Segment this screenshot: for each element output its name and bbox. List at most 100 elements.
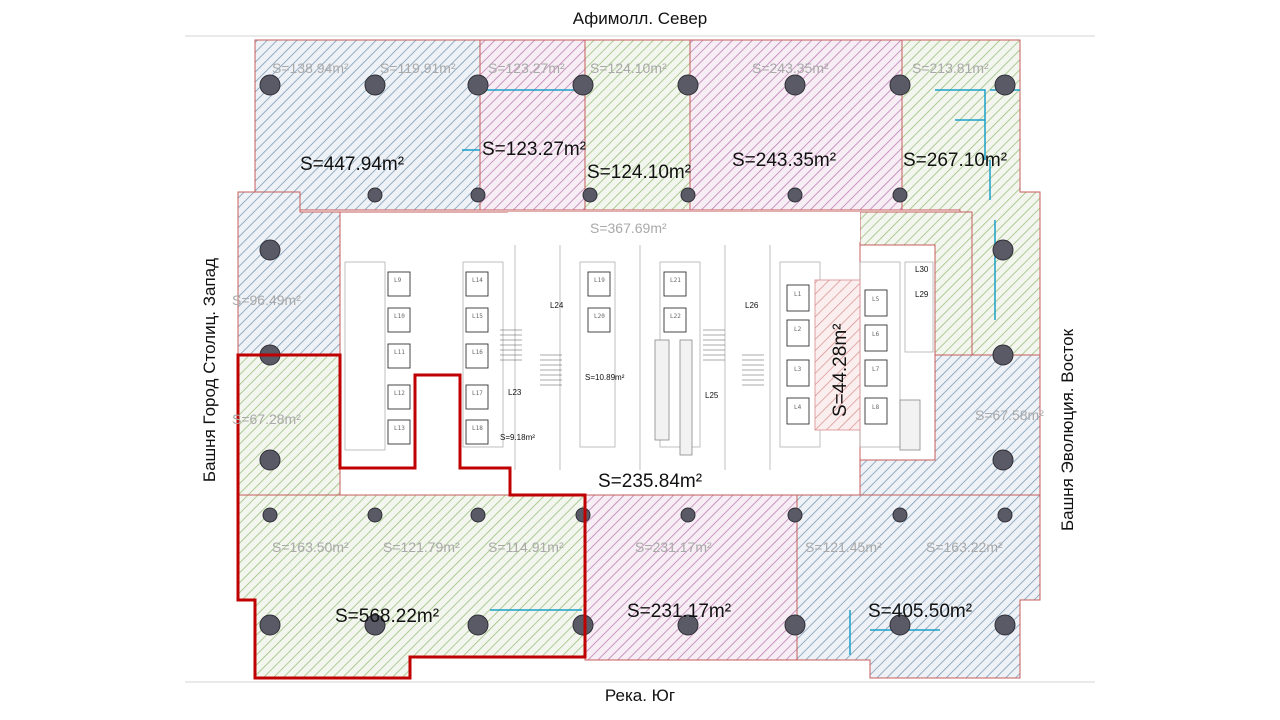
main-column-22 <box>994 614 1016 636</box>
area-large-4: S=243.35m² <box>732 150 836 171</box>
core-label-l3: L3 <box>794 366 802 373</box>
zone-n2 <box>479 39 586 211</box>
core-label-l30: L30 <box>915 265 929 274</box>
area-large-3: S=124.10m² <box>587 162 691 183</box>
main-column-12 <box>992 344 1014 366</box>
core-label-l10: L10 <box>394 313 405 320</box>
zones-south <box>237 494 1041 679</box>
edge-column-9 <box>582 187 598 203</box>
area-small-5: S=243.35m² <box>752 60 829 76</box>
area-small-18: S=9.18m² <box>500 433 535 442</box>
area-large-1: S=447.94m² <box>300 154 404 175</box>
columns <box>259 74 1016 636</box>
edge-column-14 <box>892 187 908 203</box>
area-small-17: S=10.89m² <box>585 373 625 382</box>
area-small-4: S=124.10m² <box>590 60 667 76</box>
core-label-l1: L1 <box>794 291 802 298</box>
main-column-3 <box>467 74 489 96</box>
zone-n4 <box>689 39 903 211</box>
area-small-14: S=231.17m² <box>635 539 712 555</box>
core-label-l2: L2 <box>794 326 802 333</box>
core-label-l8: L8 <box>872 404 880 411</box>
main-column-20 <box>784 614 806 636</box>
area-large-5: S=267.10m² <box>903 150 1007 171</box>
main-column-7 <box>889 74 911 96</box>
main-column-4 <box>572 74 594 96</box>
area-small-2: S=119.91m² <box>380 60 456 76</box>
edge-column-13 <box>470 187 486 203</box>
core-label-l15: L15 <box>472 313 483 320</box>
edge-column-8 <box>997 507 1013 523</box>
core-label-l7: L7 <box>872 366 880 373</box>
area-small-7: S=367.69m² <box>590 220 667 236</box>
area-small-6: S=213.81m² <box>912 60 989 76</box>
edge-column-2 <box>367 507 383 523</box>
edge-column-11 <box>787 187 803 203</box>
edge-column-4 <box>575 507 591 523</box>
shaft-hatch <box>814 279 861 431</box>
area-labels-small: S=138.94m² S=119.91m² S=123.27m² S=124.1… <box>232 60 1044 555</box>
core-label-l29: L29 <box>915 290 929 299</box>
zone-se <box>796 494 1041 679</box>
main-column-18 <box>572 614 594 636</box>
main-column-5 <box>677 74 699 96</box>
core-label-l4: L4 <box>794 404 802 411</box>
main-column-6 <box>784 74 806 96</box>
edge-column-7 <box>892 507 908 523</box>
area-small-9: S=67.28m² <box>232 411 301 427</box>
core-label-l12: L12 <box>394 390 405 397</box>
core-label-l23: L23 <box>508 388 522 397</box>
area-large-8: S=568.22m² <box>335 606 439 627</box>
main-column-8 <box>994 74 1016 96</box>
edge-column-12 <box>367 187 383 203</box>
area-large-10: S=405.50m² <box>868 601 972 622</box>
core-label-l13: L13 <box>394 425 405 432</box>
area-small-11: S=163.50m² <box>272 539 349 555</box>
area-small-16: S=163.22m² <box>926 539 1003 555</box>
main-column-19 <box>677 614 699 636</box>
main-column-14 <box>992 449 1014 471</box>
direction-east: Башня Эволюция. Восток <box>1058 328 1077 532</box>
main-column-17 <box>467 614 489 636</box>
area-large-2: S=123.27m² <box>482 139 586 160</box>
partitions <box>462 89 1020 655</box>
main-column-15 <box>259 614 281 636</box>
core-label-l21: L21 <box>670 277 681 284</box>
core-label-l11: L11 <box>394 349 405 356</box>
area-small-12: S=121.79m² <box>383 539 460 555</box>
edge-column-1 <box>262 507 278 523</box>
main-column-1 <box>259 74 281 96</box>
main-column-16 <box>364 614 386 636</box>
core-label-l6: L6 <box>872 331 880 338</box>
area-small-10: S=67.58m² <box>975 407 1044 423</box>
core-label-l9: L9 <box>394 277 402 284</box>
area-small-15: S=121.45m² <box>805 539 882 555</box>
area-labels-large: S=447.94m² S=123.27m² S=124.10m² S=243.3… <box>300 139 1007 627</box>
edge-column-10 <box>680 187 696 203</box>
area-large-7: S=44.28m² <box>830 324 851 417</box>
core-label-l26: L26 <box>745 301 759 310</box>
main-column-2 <box>364 74 386 96</box>
zones-north <box>254 39 1041 356</box>
selected-zone-outline <box>236 353 587 680</box>
zone-sw <box>237 494 586 679</box>
main-column-21 <box>889 614 911 636</box>
main-column-10 <box>992 239 1014 261</box>
core-label-l16: L16 <box>472 349 483 356</box>
direction-west: Башня Город Столиц. Запад <box>200 257 219 483</box>
area-small-8: S=96.49m² <box>232 292 301 308</box>
area-small-3: S=123.27m² <box>488 60 565 76</box>
core-label-l25: L25 <box>705 391 719 400</box>
main-column-13 <box>259 449 281 471</box>
edge-column-6 <box>787 507 803 523</box>
core-label-l17: L17 <box>472 390 483 397</box>
core-label-l24: L24 <box>550 301 564 310</box>
core-label-l20: L20 <box>594 313 605 320</box>
main-column-9 <box>259 239 281 261</box>
core-label-l18: L18 <box>472 425 483 432</box>
area-large-9: S=231.17m² <box>627 601 731 622</box>
core: L24 L23 L25 L26 L30 L29 L9 L10 L11 L12 L… <box>339 211 934 496</box>
direction-south: Река. Юг <box>604 686 676 705</box>
edge-column-3 <box>470 507 486 523</box>
